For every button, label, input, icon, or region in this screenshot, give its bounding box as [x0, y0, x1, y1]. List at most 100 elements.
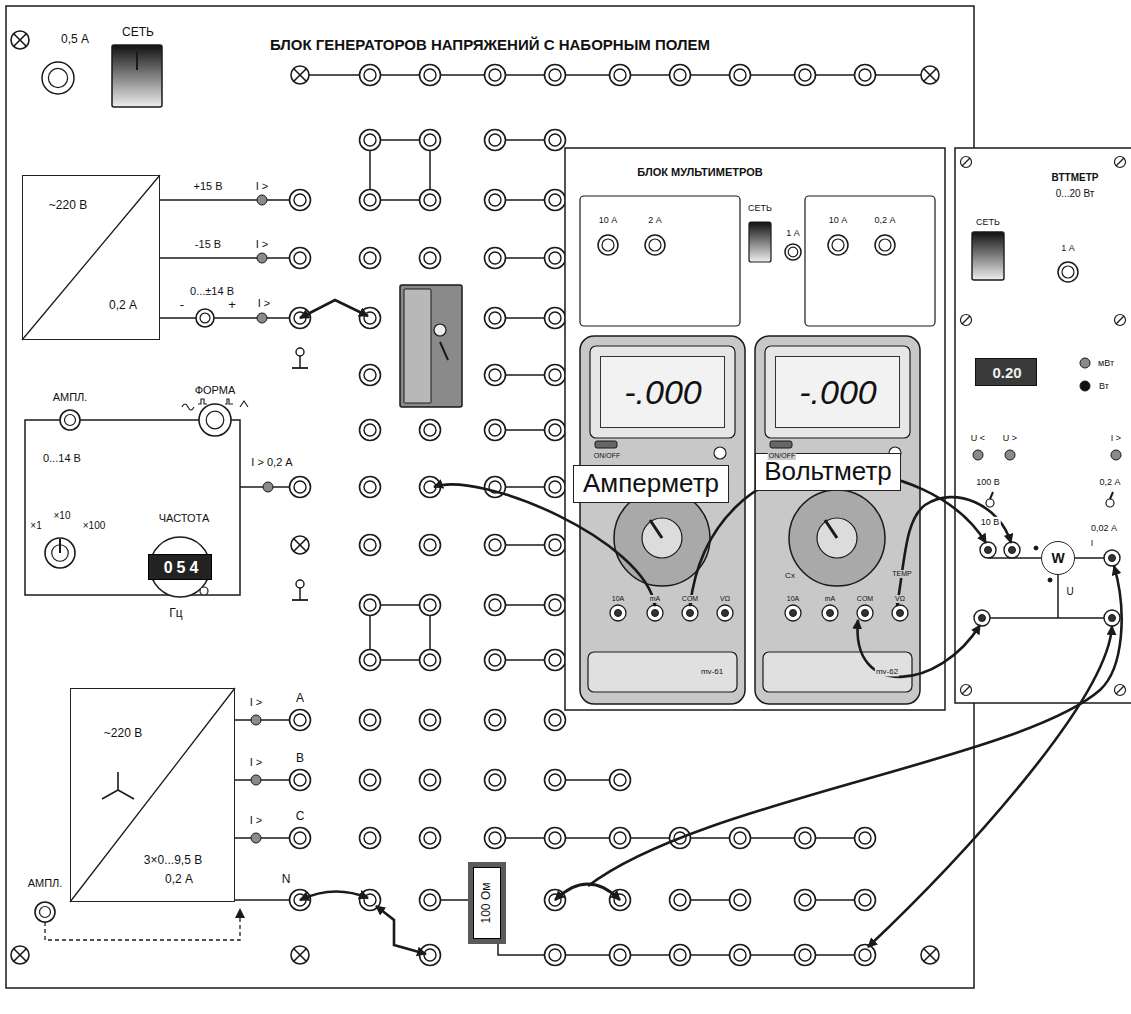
terminal-socket [545, 945, 566, 966]
terminal-socket [855, 65, 876, 86]
terminal-socket [360, 595, 381, 616]
panel-label: 0...14 В [43, 452, 81, 465]
terminal-socket [424, 949, 436, 961]
terminal-socket [364, 194, 376, 206]
three-phase-box: ~220 В3×0...9,5 В0,2 А [70, 688, 235, 902]
multimeter-block: БЛОК МУЛЬТИМЕТРОВ-.000-.000АмперметрВоль… [565, 148, 945, 710]
panel-label: С [296, 810, 305, 824]
meter-jack [857, 605, 873, 621]
panel-label: СЕТЬ [975, 217, 1001, 227]
cross-terminal [11, 31, 29, 49]
node-text: Амперметр [583, 469, 719, 499]
panel-label: АМПЛ. [53, 391, 88, 404]
terminal-socket [549, 369, 561, 381]
wattmeter-circuit [1057, 575, 1059, 618]
terminal-socket [424, 134, 436, 146]
terminal-socket [614, 949, 626, 961]
panel-label: ЧАСТОТА [159, 512, 209, 525]
panel-label: 10A [611, 595, 625, 603]
terminal-socket [549, 69, 561, 81]
terminal-socket [360, 130, 381, 151]
terminal-socket [549, 774, 561, 786]
terminal-socket [614, 832, 626, 844]
wattmeter-jack [1104, 610, 1120, 626]
terminal-socket [294, 714, 306, 726]
fuse-holder [828, 235, 848, 255]
terminal-socket [360, 308, 381, 329]
meter-jack [822, 605, 838, 621]
panel-label: I > [1110, 433, 1122, 443]
panel-label: I > 0,2 А [250, 456, 293, 469]
terminal-socket [855, 828, 876, 849]
node-text: ~220 В [104, 727, 142, 741]
terminal-socket [290, 710, 311, 731]
terminal-socket [859, 69, 871, 81]
panel-label: mv-61 [700, 667, 724, 676]
panel-label: mA [824, 595, 837, 603]
panel-label: ×100 [83, 520, 106, 532]
panel-label: I > [256, 180, 269, 193]
patch-wire [857, 620, 980, 677]
panel-label: mv-62 [875, 667, 899, 676]
terminal-socket [610, 828, 631, 849]
terminal-socket [424, 832, 436, 844]
terminal-socket [795, 945, 816, 966]
terminal-socket [360, 190, 381, 211]
dashed-link [45, 914, 240, 940]
board-line [160, 257, 300, 259]
panel-label: 0,5 А [61, 33, 89, 47]
cross-terminal [921, 66, 939, 84]
terminal-socket [730, 945, 751, 966]
range-toggle [1110, 492, 1113, 499]
control-knob [35, 902, 55, 922]
terminal-socket [489, 539, 501, 551]
cross-terminal [291, 946, 309, 964]
panel-label: I > [250, 756, 263, 769]
terminal-socket [859, 832, 871, 844]
terminal-socket [859, 894, 871, 906]
terminal-socket [610, 65, 631, 86]
panel-label: 10 А [829, 215, 848, 225]
node-text: W [1051, 550, 1064, 566]
wattmeter-jack [1009, 547, 1016, 554]
terminal-socket [489, 832, 501, 844]
cross-terminal [294, 539, 306, 551]
terminal-socket [549, 194, 561, 206]
panel-label: ON/OFF [593, 452, 621, 460]
patch-wire [300, 891, 368, 900]
rotary-dial [614, 490, 710, 586]
terminal-socket [360, 365, 381, 386]
terminal-socket [799, 949, 811, 961]
terminal-socket [489, 369, 501, 381]
meter-jack [652, 610, 659, 617]
fuse-holder [602, 239, 614, 251]
terminal-socket [549, 599, 561, 611]
lcd-display: -.000 [775, 356, 900, 428]
terminal-socket [549, 539, 561, 551]
terminal-socket [364, 654, 376, 666]
meter-jack [862, 610, 869, 617]
patch-wire [588, 566, 1122, 886]
terminal-socket [795, 828, 816, 849]
terminal-socket [734, 69, 746, 81]
panel-label: СЕТЬ [122, 26, 154, 40]
meter-jack [892, 605, 908, 621]
cross-terminal [14, 949, 26, 961]
cross-terminal [924, 949, 936, 961]
waveform-mark [225, 399, 233, 404]
toggle-switch [404, 289, 431, 403]
fuse-holder [48, 68, 67, 87]
mains-switch [112, 45, 162, 107]
meter-jack [897, 610, 904, 617]
polarity-dot [1034, 546, 1038, 550]
panel-label: 100 В [975, 477, 1001, 487]
terminal-socket [485, 130, 506, 151]
node-text: ВТТМЕТР [1052, 172, 1099, 184]
terminal-socket [364, 714, 376, 726]
terminal-socket [294, 832, 306, 844]
node-text: 0...20 Вт [1056, 188, 1095, 200]
cross-terminal [294, 69, 306, 81]
ground-symbol [299, 356, 301, 368]
generator-outline [25, 420, 240, 595]
terminal-socket [730, 65, 751, 86]
